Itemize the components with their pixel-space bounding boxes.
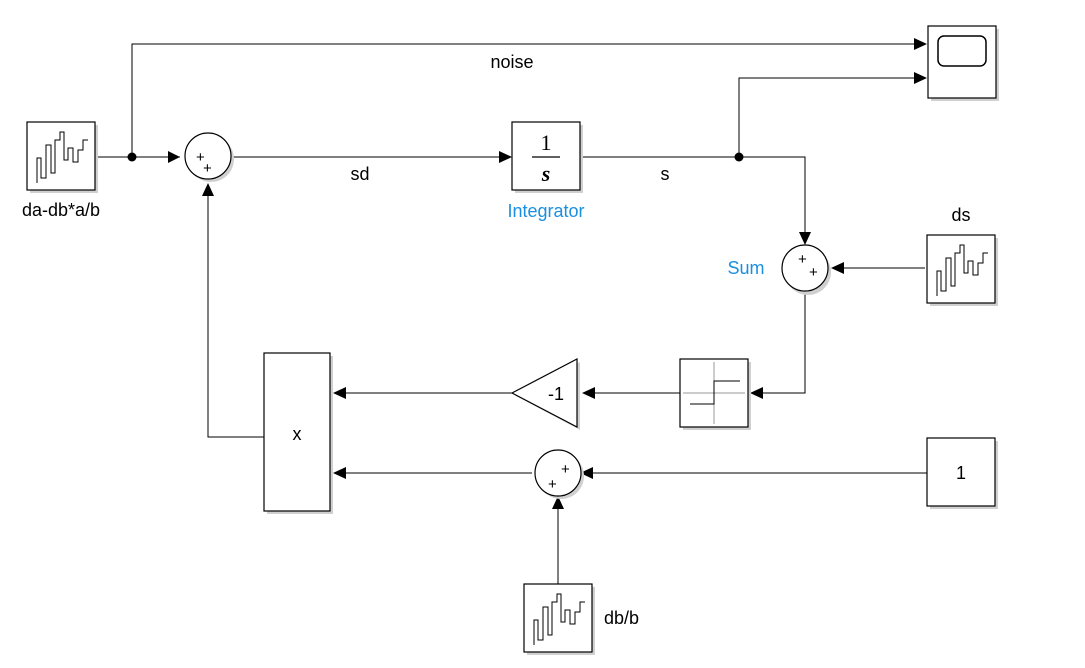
integrator-denominator: s [541,161,551,186]
sum-main-sign-2: + [809,264,818,281]
arrow-product-in2 [333,467,346,479]
arrow-sum-top-in1 [168,151,180,163]
source-ds-block[interactable] [926,234,998,306]
source-da-block[interactable] [26,121,98,193]
sum-bottom-block[interactable]: + + [534,449,584,499]
product-block[interactable]: x [263,352,333,514]
integrator-block[interactable]: 1 s [511,121,583,193]
sum-top-sign-1: + [196,149,205,166]
source-da-label: da-db*a/b [22,200,100,220]
integrator-numerator: 1 [541,130,552,155]
arrow-sum-bottom-in2 [552,496,564,509]
sum-main-sign-1: + [798,251,807,268]
branch-point-da [127,152,137,162]
sum-main-label: Sum [727,258,764,278]
sum-bottom-sign-2: + [548,476,557,493]
wire-noise[interactable] [131,43,915,157]
sum-main-block[interactable]: + + [781,244,831,295]
random-signal-icon [36,131,88,183]
signal-label-noise: noise [490,52,533,72]
scope-screen-icon [937,35,987,67]
arrowheads [168,38,927,509]
arrow-relay-in [750,387,763,399]
scope-block[interactable] [927,25,999,101]
arrow-sum-top-in2 [202,183,214,196]
signal-label-sd: sd [350,164,369,184]
relay-block[interactable] [679,358,751,430]
arrow-integrator-in [499,151,512,163]
constant-value: 1 [956,463,966,483]
wire-s[interactable] [581,156,806,235]
constant-block[interactable]: 1 [926,437,998,509]
random-signal-icon [936,244,988,296]
sum-bottom-sign-1: + [561,461,570,478]
integrator-label: Integrator [507,201,584,221]
arrow-sum-main-in2 [831,262,844,274]
product-symbol: x [293,424,302,444]
relay-step-icon [690,380,740,405]
gain-block[interactable]: -1 [510,358,580,430]
signal-label-s: s [661,164,670,184]
arrow-scope-in2 [914,72,927,84]
wire-feedback[interactable] [207,193,264,438]
arrow-gain-in [582,387,595,399]
branch-point-s [734,152,744,162]
source-db-block[interactable] [523,583,595,655]
random-signal-icon [533,593,585,645]
wire-s-to-scope[interactable] [738,77,915,157]
wires [96,43,927,584]
arrow-scope-in1 [914,38,927,50]
arrow-sum-bottom-in1 [580,467,593,479]
arrow-product-in1 [333,387,346,399]
sum-top-sign-2: + [203,160,212,177]
source-ds-label: ds [951,205,970,225]
sum-top-block[interactable]: + + [184,132,234,182]
gain-value: -1 [548,384,564,404]
source-db-label: db/b [604,608,639,628]
wire-sum-to-relay[interactable] [762,294,806,394]
arrow-sum-main-in1 [799,232,811,245]
